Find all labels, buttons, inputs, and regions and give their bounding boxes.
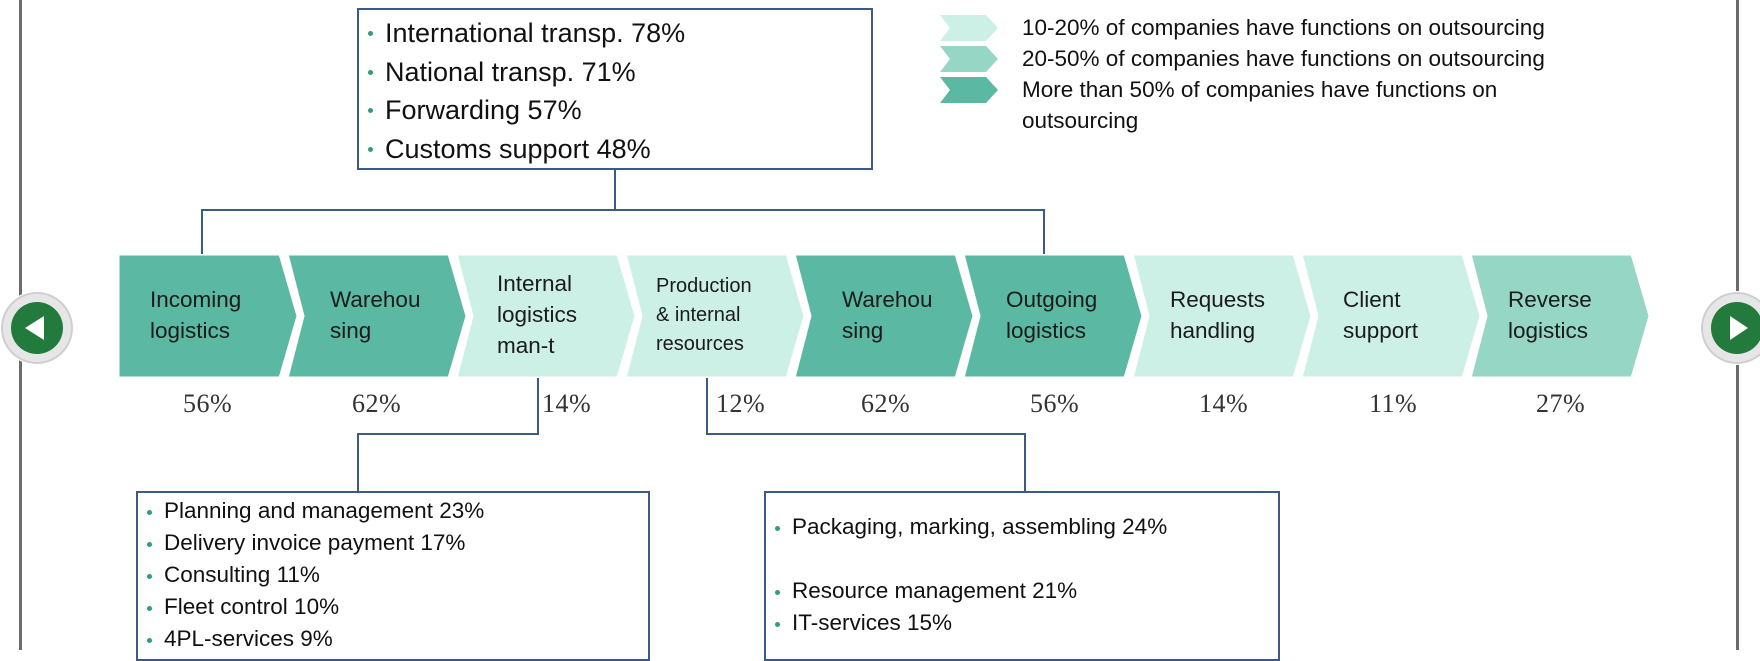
internal-logistics-list: Planning and management 23% Delivery inv…: [138, 495, 648, 655]
step-percent-requests-handling: 14%: [1199, 389, 1249, 418]
step-label-warehousing-1: Warehou sing: [330, 287, 421, 343]
chain-step-production: [623, 254, 807, 378]
connector-right-stem: [706, 376, 708, 434]
chain-step-reverse-logistics: [1468, 254, 1652, 378]
step-percent-warehousing-2: 62%: [861, 389, 911, 418]
internal-logistics-box: Planning and management 23% Delivery inv…: [136, 491, 650, 661]
step-label-requests-handling: Requests handling: [1170, 287, 1266, 343]
chain-step-requests-handling: [1130, 254, 1314, 378]
step-percent-outgoing-logistics: 56%: [1030, 389, 1080, 418]
list-item: National transp. 71%: [359, 53, 871, 92]
step-percent-incoming-logistics: 56%: [183, 389, 233, 418]
step-label-incoming-logistics: Incoming logistics: [150, 287, 242, 343]
connector-top-stem: [614, 169, 616, 210]
connector-right-horizontal: [706, 433, 1026, 435]
connector-left-drop: [357, 433, 359, 492]
chain-step-internal-logistics: [454, 254, 638, 378]
step-percent-internal-logistics: 14%: [542, 389, 592, 418]
chain-arrows: [118, 254, 1652, 378]
list-item: International transp. 78%: [359, 14, 871, 53]
external-transport-list: International transp. 78% National trans…: [359, 14, 871, 168]
list-item: Consulting 11%: [138, 559, 648, 591]
production-resources-list: Packaging, marking, assembling 24% Resou…: [766, 511, 1278, 639]
chain-step-client-support: [1299, 254, 1483, 378]
step-label-reverse-logistics: Reverse logistics: [1508, 287, 1592, 343]
connector-right-drop: [1024, 433, 1026, 492]
legend-text-dark-line1: More than 50% of companies have function…: [1022, 77, 1498, 102]
chain-step-warehousing-1: [285, 254, 469, 378]
legend-swatch-light: [940, 15, 998, 41]
chain-step-incoming-logistics: [118, 254, 300, 378]
connector-left-horizontal: [357, 433, 539, 435]
step-label-warehousing-2: Warehou sing: [842, 287, 933, 343]
list-item: Fleet control 10%: [138, 591, 648, 623]
logistics-process-chain: Incoming logistics Warehou sing Internal…: [118, 254, 1654, 378]
step-label-client-support: Client support: [1343, 287, 1419, 343]
step-label-internal-logistics: Internal logistics man-t: [497, 271, 578, 358]
chain-step-warehousing-2: [792, 254, 976, 378]
list-item: Customs support 48%: [359, 130, 871, 169]
legend-swatch-dark: [940, 77, 998, 103]
step-percent-warehousing-1: 62%: [352, 389, 402, 418]
connector-top-horizontal: [201, 209, 1045, 211]
connector-top-left-drop: [201, 209, 203, 255]
legend-text-dark-line2: outsourcing: [1022, 108, 1139, 133]
next-slide-button[interactable]: [1700, 291, 1760, 365]
step-percent-production: 12%: [716, 389, 766, 418]
triangle-right-icon: [1730, 316, 1748, 340]
chain-step-outgoing-logistics: [961, 254, 1145, 378]
previous-slide-button[interactable]: [0, 291, 74, 365]
external-transport-box: International transp. 78% National trans…: [357, 8, 873, 170]
legend-swatch-mid: [940, 46, 998, 72]
list-item: Delivery invoice payment 17%: [138, 527, 648, 559]
list-item: Resource management 21%: [766, 575, 1278, 607]
triangle-left-icon: [25, 316, 44, 340]
step-label-production: Production & internal resources: [656, 275, 752, 355]
connector-left-stem: [537, 376, 539, 434]
connector-top-right-drop: [1043, 209, 1045, 255]
production-resources-box: Packaging, marking, assembling 24% Resou…: [764, 491, 1280, 661]
list-item: Forwarding 57%: [359, 91, 871, 130]
step-percent-reverse-logistics: 27%: [1536, 389, 1586, 418]
list-item: IT-services 15%: [766, 607, 1278, 639]
list-item: Planning and management 23%: [138, 495, 648, 527]
legend-text-mid: 20-50% of companies have functions on ou…: [1022, 46, 1545, 71]
legend-text-light: 10-20% of companies have functions on ou…: [1022, 15, 1545, 40]
step-label-outgoing-logistics: Outgoing logistics: [1006, 287, 1098, 343]
step-percent-client-support: 11%: [1369, 389, 1418, 418]
list-item: Packaging, marking, assembling 24%: [766, 511, 1278, 543]
list-item: 4PL-services 9%: [138, 623, 648, 655]
